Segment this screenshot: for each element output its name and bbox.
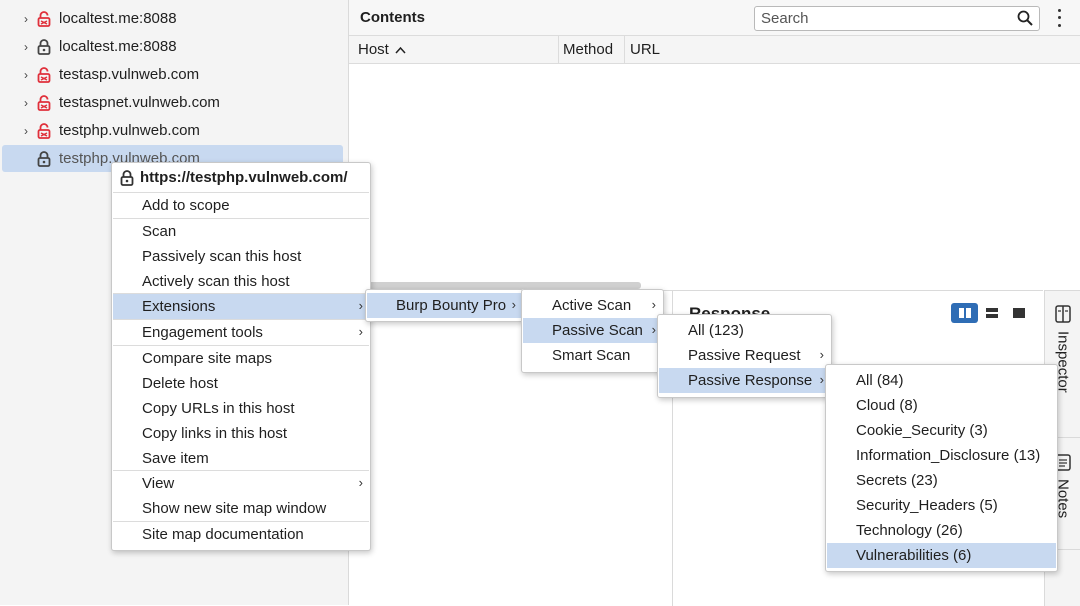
contents-title: Contents	[360, 9, 425, 26]
chevron-right-icon: ›	[651, 297, 656, 312]
tree-item-host[interactable]: › localtest.me:8088	[0, 33, 343, 60]
tree-item-label: testasp.vulnweb.com	[59, 66, 200, 83]
menu-item-add-to-scope[interactable]: Add to scope	[142, 197, 230, 214]
tree-item-label: localtest.me:8088	[59, 38, 177, 55]
chevron-right-icon[interactable]: ›	[24, 39, 28, 54]
more-options-icon[interactable]	[1052, 7, 1066, 29]
extensions-submenu: Burp Bounty Pro›	[365, 289, 524, 322]
context-menu-title: https://testphp.vulnweb.com/	[120, 169, 348, 186]
chevron-right-icon[interactable]: ›	[24, 95, 28, 110]
menu-item-active-scan[interactable]: Active Scan›	[552, 297, 656, 314]
column-separator[interactable]	[624, 36, 625, 63]
menu-item-cloud[interactable]: Cloud (8)	[856, 397, 918, 414]
menu-item-view[interactable]: View›	[142, 475, 363, 492]
menu-item-passive-request[interactable]: Passive Request›	[688, 347, 824, 364]
tab-divider	[1045, 549, 1080, 550]
search-icon[interactable]	[1017, 10, 1033, 26]
chevron-right-icon: ›	[358, 475, 363, 490]
lock-icon	[37, 122, 55, 139]
tree-item-label: testphp.vulnweb.com	[59, 122, 200, 139]
menu-item-show-new-site-map-window[interactable]: Show new site map window	[142, 500, 327, 517]
search-input[interactable]	[761, 9, 1001, 28]
chevron-right-icon[interactable]: ›	[24, 123, 28, 138]
search-box[interactable]	[754, 6, 1040, 31]
menu-separator	[113, 521, 369, 522]
menu-item-save-item[interactable]: Save item	[142, 450, 209, 467]
lock-icon	[37, 10, 55, 27]
tree-item-host[interactable]: › testasp.vulnweb.com	[0, 61, 343, 88]
menu-separator	[113, 470, 369, 471]
lock-icon	[37, 94, 55, 111]
chevron-right-icon: ›	[819, 372, 824, 387]
menu-item-secrets[interactable]: Secrets (23)	[856, 472, 938, 489]
tree-item-host[interactable]: › testaspnet.vulnweb.com	[0, 89, 343, 116]
tab-divider	[1045, 437, 1080, 438]
menu-separator	[113, 345, 369, 346]
contents-pane: Contents Host Method URL	[349, 0, 1080, 290]
single-pane-icon[interactable]	[1005, 303, 1032, 323]
chevron-right-icon[interactable]: ›	[24, 67, 28, 82]
menu-item-delete-host[interactable]: Delete host	[142, 375, 218, 392]
menu-item-engagement-tools[interactable]: Engagement tools›	[142, 324, 363, 341]
chevron-right-icon: ›	[651, 322, 656, 337]
tree-item-label: localtest.me:8088	[59, 10, 177, 27]
inspector-icon	[1055, 305, 1071, 323]
lock-icon	[37, 66, 55, 83]
table-header: Host Method URL	[349, 36, 1080, 64]
context-menu-url: https://testphp.vulnweb.com/	[140, 169, 348, 186]
context-menu: https://testphp.vulnweb.com/ Add to scop…	[111, 162, 371, 551]
menu-item-technology[interactable]: Technology (26)	[856, 522, 963, 539]
menu-item-all-123[interactable]: All (123)	[688, 322, 744, 339]
sort-ascending-icon	[395, 46, 406, 54]
column-header-method[interactable]: Method	[563, 41, 614, 58]
menu-item-site-map-documentation[interactable]: Site map documentation	[142, 526, 304, 543]
tab-inspector[interactable]: Inspector	[1045, 305, 1080, 393]
menu-item-burp-bounty-pro[interactable]: Burp Bounty Pro›	[367, 293, 522, 318]
menu-item-copy-links[interactable]: Copy links in this host	[142, 425, 288, 442]
menu-item-compare-site-maps[interactable]: Compare site maps	[142, 350, 273, 367]
menu-item-copy-urls[interactable]: Copy URLs in this host	[142, 400, 295, 417]
horizontal-scrollbar[interactable]	[349, 282, 641, 289]
burp-bounty-submenu: Active Scan› Passive Scan› Smart Scan	[521, 289, 664, 373]
menu-item-response-all[interactable]: All (84)	[856, 372, 904, 389]
menu-item-cookie-security[interactable]: Cookie_Security (3)	[856, 422, 988, 439]
view-mode-toggles	[951, 303, 1032, 323]
menu-item-passive-scan[interactable]: Passive Scan›	[523, 318, 662, 343]
chevron-right-icon: ›	[358, 324, 363, 339]
tree-item-host[interactable]: › localtest.me:8088	[0, 5, 343, 32]
menu-separator	[113, 218, 369, 219]
contents-header: Contents	[349, 0, 1080, 36]
split-horizontal-icon[interactable]	[978, 303, 1005, 323]
chevron-right-icon: ›	[819, 347, 824, 362]
menu-item-information-disclosure[interactable]: Information_Disclosure (13)	[856, 447, 1041, 464]
tree-item-label: testaspnet.vulnweb.com	[59, 94, 220, 111]
chevron-right-icon: ›	[511, 297, 516, 312]
menu-item-actively-scan[interactable]: Actively scan this host	[142, 273, 290, 290]
passive-scan-submenu: All (123) Passive Request› Passive Respo…	[657, 314, 832, 398]
tab-notes-label: Notes	[1054, 479, 1072, 519]
chevron-right-icon: ›	[358, 298, 363, 313]
lock-icon	[37, 38, 55, 55]
chevron-right-icon[interactable]: ›	[24, 11, 28, 26]
lock-icon	[37, 150, 55, 167]
passive-response-submenu: All (84) Cloud (8) Cookie_Security (3) I…	[825, 364, 1058, 572]
menu-separator	[113, 192, 369, 193]
column-header-url[interactable]: URL	[630, 41, 661, 58]
menu-item-extensions[interactable]: Extensions›	[113, 294, 369, 319]
menu-item-passive-response[interactable]: Passive Response›	[659, 368, 830, 393]
column-header-host[interactable]: Host	[358, 41, 406, 58]
column-separator[interactable]	[558, 36, 559, 63]
menu-item-security-headers[interactable]: Security_Headers (5)	[856, 497, 998, 514]
menu-item-smart-scan[interactable]: Smart Scan	[552, 347, 631, 364]
menu-separator	[113, 293, 369, 294]
tree-item-host[interactable]: › testphp.vulnweb.com	[0, 117, 343, 144]
lock-icon	[120, 169, 134, 186]
menu-item-passively-scan[interactable]: Passively scan this host	[142, 248, 302, 265]
split-vertical-icon[interactable]	[951, 303, 978, 323]
tab-inspector-label: Inspector	[1054, 331, 1072, 393]
menu-item-scan[interactable]: Scan	[142, 223, 177, 240]
menu-separator	[113, 319, 369, 320]
menu-item-vulnerabilities[interactable]: Vulnerabilities (6)	[827, 543, 1056, 568]
